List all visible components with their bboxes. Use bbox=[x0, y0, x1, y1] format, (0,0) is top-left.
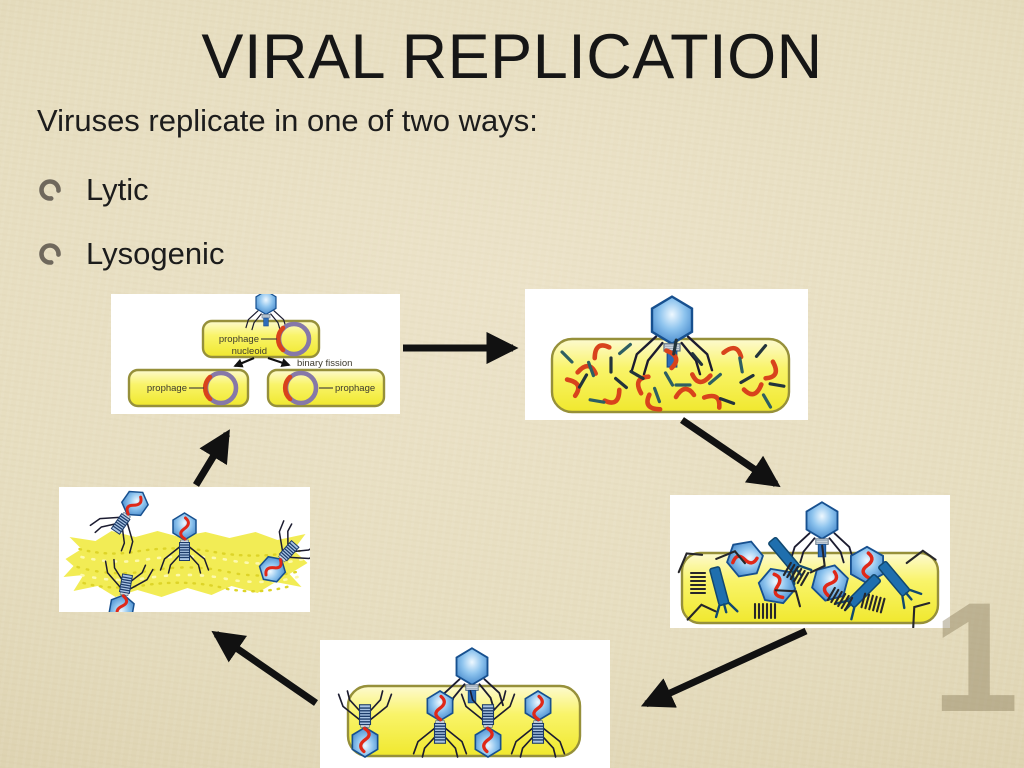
bullet-label: Lytic bbox=[86, 172, 149, 207]
open-ring-icon bbox=[39, 179, 61, 201]
bullet-item-lysogenic: Lysogenic bbox=[37, 236, 224, 272]
label-prophage-right: prophage bbox=[335, 383, 375, 394]
bullet-label: Lysogenic bbox=[86, 236, 225, 271]
injection-diagram bbox=[550, 295, 791, 420]
fission-arrows bbox=[233, 356, 291, 368]
panel-lysis bbox=[59, 487, 310, 612]
lysis-diagram bbox=[63, 487, 310, 612]
page-number: 1 bbox=[932, 571, 1019, 745]
prophage-segment bbox=[202, 374, 213, 402]
cycle-arrow-4 bbox=[211, 630, 318, 706]
open-ring-icon bbox=[39, 243, 61, 265]
parts-synthesis-diagram bbox=[674, 501, 940, 628]
page-title: VIRAL REPLICATION bbox=[201, 22, 823, 92]
label-nucleoid: nucleoid bbox=[232, 346, 267, 357]
panel-lysogenic-binary-fission: prophage nucleoid binary fission prophag… bbox=[111, 294, 400, 414]
panel-assembly bbox=[320, 640, 610, 768]
panel-parts-synthesis bbox=[670, 495, 950, 628]
bullet-item-lytic: Lytic bbox=[37, 172, 149, 208]
lysogenic-diagram: prophage nucleoid binary fission prophag… bbox=[127, 294, 386, 408]
cycle-arrow-2 bbox=[680, 417, 781, 488]
assembly-diagram bbox=[336, 647, 582, 759]
panel-injection bbox=[525, 289, 808, 420]
prophage-segment bbox=[282, 374, 293, 402]
prophage-segment bbox=[275, 325, 286, 353]
cycle-arrow-5 bbox=[193, 429, 230, 487]
cycle-arrow-3 bbox=[640, 627, 808, 708]
label-prophage-top: prophage bbox=[219, 334, 259, 345]
label-prophage-left: prophage bbox=[147, 383, 187, 394]
daughter-cell-left bbox=[127, 368, 250, 408]
intro-text: Viruses replicate in one of two ways: bbox=[37, 103, 538, 138]
label-binary-fission: binary fission bbox=[297, 358, 352, 369]
